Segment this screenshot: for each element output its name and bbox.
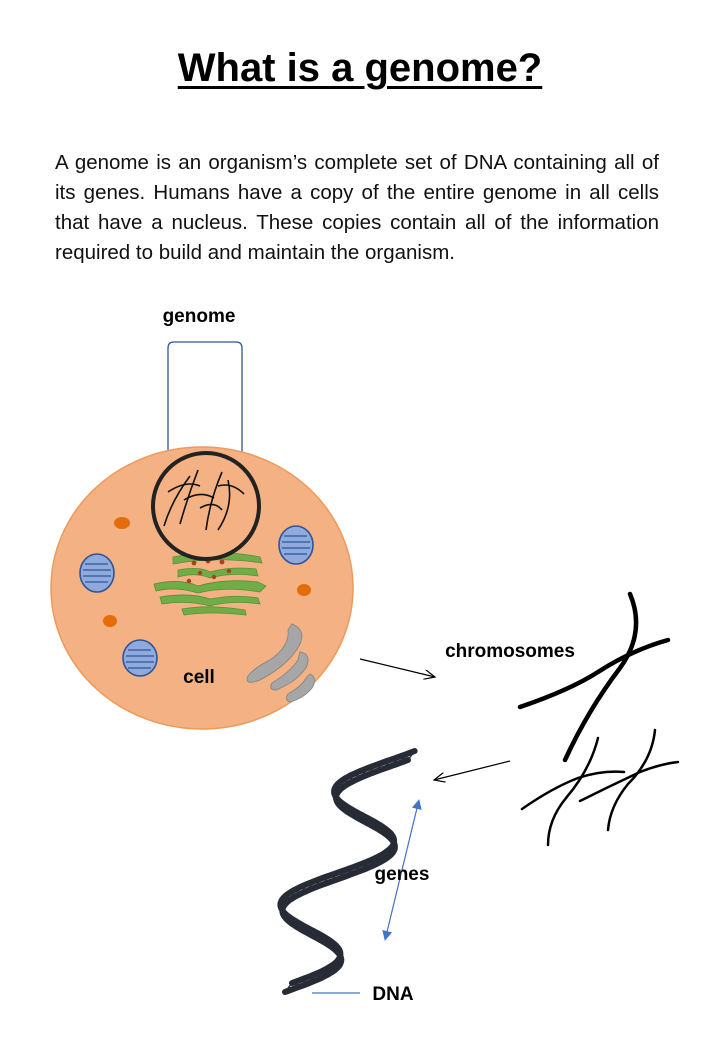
golgi-vesicles bbox=[186, 558, 232, 584]
page-title: What is a genome? bbox=[177, 46, 543, 90]
mitochondrion-right bbox=[278, 525, 314, 565]
cell-label: cell bbox=[183, 667, 215, 688]
chromosomes bbox=[517, 591, 680, 847]
genome-bracket bbox=[167, 341, 243, 475]
cell-to-chromosomes-arrow bbox=[359, 658, 435, 677]
mitochondrion-bottom bbox=[122, 639, 158, 677]
mitochondrion-left bbox=[79, 553, 115, 593]
intro-paragraph: A genome is an organism’s complete set o… bbox=[55, 151, 659, 264]
golgi-apparatus bbox=[153, 552, 267, 616]
dna-label: DNA bbox=[372, 984, 413, 1005]
dna-helix bbox=[277, 748, 418, 995]
chromosomes-to-dna-arrow bbox=[434, 760, 511, 780]
endoplasmic-reticulum bbox=[246, 623, 316, 703]
chromosomes-label: chromosomes bbox=[445, 641, 575, 662]
genome-label: genome bbox=[163, 306, 236, 327]
genes-label: genes bbox=[375, 864, 430, 885]
vesicles bbox=[103, 517, 311, 627]
nucleus-chromatin bbox=[163, 469, 245, 531]
dna-strand-b bbox=[277, 748, 418, 986]
genes-span-arrow bbox=[382, 799, 422, 941]
